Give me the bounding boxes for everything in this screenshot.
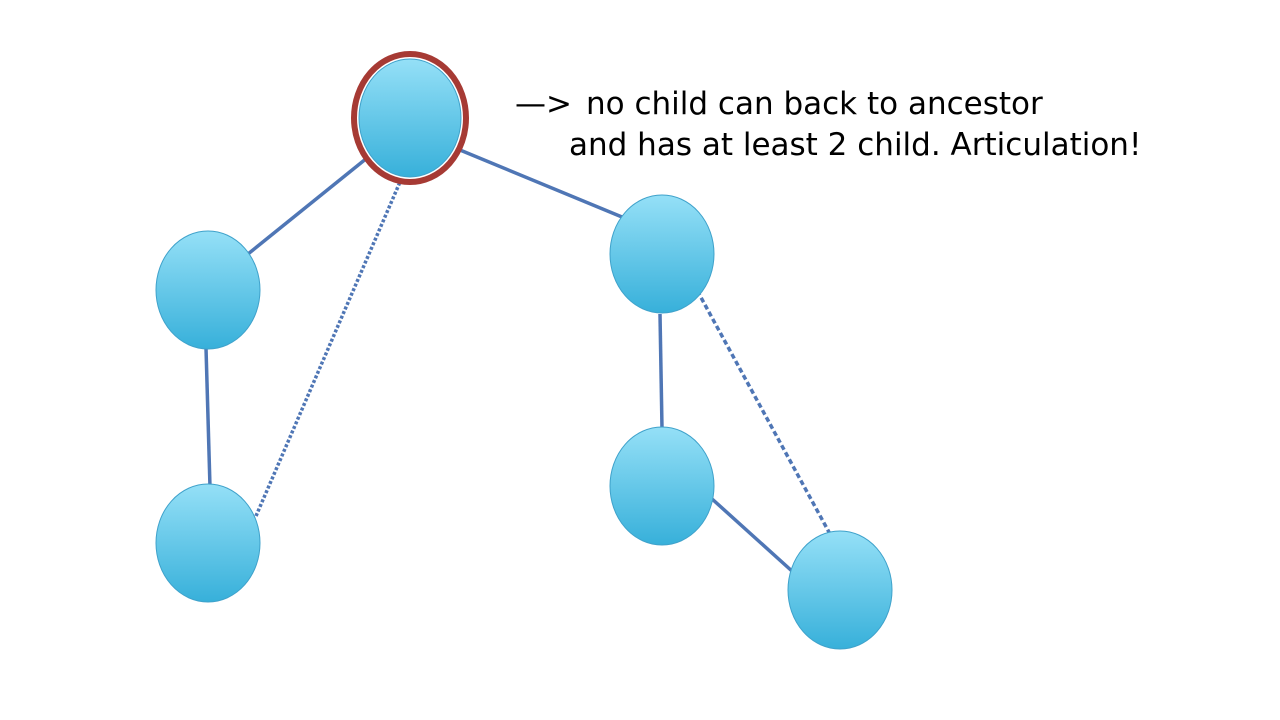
annotation-line-1-text: no child can back to ancestor (585, 86, 1043, 122)
annotation-text: —> no child can back to ancestor and has … (515, 84, 1141, 166)
edge-right-grandchild-right-great-grandchild (709, 496, 795, 574)
node-right-child (609, 194, 715, 314)
edge-left-child-left-grandchild (204, 347, 212, 488)
node-left-child (155, 230, 261, 350)
node-right-grandchild (609, 426, 715, 546)
node-left-grandchild (155, 483, 261, 603)
annotation-line-1: —> no child can back to ancestor (515, 86, 1043, 122)
edge-right-child-right-grandchild (658, 313, 664, 429)
annotation-line-2: and has at least 2 child. Articulation! (569, 127, 1142, 163)
node-root (358, 58, 462, 178)
node-right-great-grandchild (787, 530, 893, 650)
articulation-ring (351, 51, 469, 185)
back-edge-left-grandchild-root (254, 181, 402, 517)
edge-root-right-child (459, 148, 623, 219)
back-edge-right-great-grandchild-right-child (696, 291, 832, 535)
edge-root-left-child (246, 156, 369, 256)
arrow-glyph: —> (515, 86, 572, 122)
